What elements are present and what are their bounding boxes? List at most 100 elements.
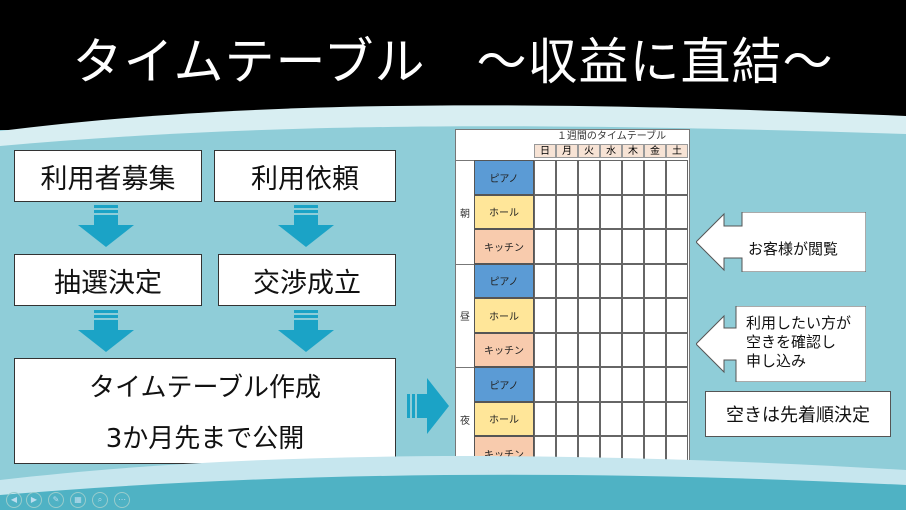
use-request-label: 利用依頼 bbox=[251, 163, 359, 195]
create-timetable-box: タイムテーブル作成 3か月先まで公開 bbox=[14, 358, 396, 464]
role-cell: ホール bbox=[474, 298, 534, 333]
prev-icon[interactable]: ◀ bbox=[6, 492, 22, 508]
timetable-slot bbox=[666, 332, 688, 367]
timetable-slot bbox=[556, 263, 578, 298]
timetable-slot bbox=[644, 332, 666, 367]
timetable-slot bbox=[556, 298, 578, 333]
timetable-slot bbox=[578, 367, 600, 402]
timetable-slot bbox=[600, 298, 622, 333]
timetable-slot bbox=[534, 229, 556, 264]
left-arrow-icon bbox=[696, 212, 866, 272]
timetable-slot bbox=[556, 160, 578, 195]
timetable-title: １週間のタイムテーブル bbox=[556, 131, 667, 142]
negotiation-label: 交渉成立 bbox=[253, 267, 361, 299]
role-cell: ピアノ bbox=[474, 160, 534, 195]
down-arrow-icon bbox=[278, 310, 334, 352]
timetable-slot bbox=[578, 160, 600, 195]
header-wave bbox=[0, 105, 906, 156]
timetable-slot bbox=[666, 298, 688, 333]
timetable-slot bbox=[534, 160, 556, 195]
timetable-slot bbox=[578, 194, 600, 229]
page-title: タイムテーブル ～収益に直結～ bbox=[72, 33, 834, 91]
timetable-slot bbox=[534, 298, 556, 333]
timetable-slot bbox=[578, 401, 600, 436]
next-icon[interactable]: ▶ bbox=[26, 492, 42, 508]
timetable-slot bbox=[556, 332, 578, 367]
day-header: 土 bbox=[666, 144, 688, 158]
timetable-slot bbox=[644, 298, 666, 333]
create-timetable-label: タイムテーブル作成 bbox=[89, 373, 321, 403]
timetable-slot bbox=[622, 263, 644, 298]
role-cell: キッチン bbox=[474, 332, 534, 367]
day-header: 木 bbox=[622, 144, 644, 158]
timetable-slot bbox=[600, 263, 622, 298]
timetable-slot bbox=[622, 367, 644, 402]
pen-icon[interactable]: ✎ bbox=[48, 492, 64, 508]
timetable-slot bbox=[644, 160, 666, 195]
more-icon[interactable]: ⋯ bbox=[114, 492, 130, 508]
timetable-slot bbox=[666, 194, 688, 229]
lottery-box: 抽選決定 bbox=[14, 254, 202, 306]
footer-wave bbox=[0, 456, 906, 510]
timetable-slot bbox=[578, 298, 600, 333]
period-label: 夜 bbox=[460, 415, 470, 427]
role-cell: ホール bbox=[474, 401, 534, 436]
lottery-label: 抽選決定 bbox=[54, 267, 162, 299]
timetable-slot bbox=[666, 367, 688, 402]
timetable-slot bbox=[600, 401, 622, 436]
timetable-slot bbox=[644, 367, 666, 402]
timetable-slot bbox=[578, 229, 600, 264]
recruit-users-box: 利用者募集 bbox=[14, 150, 202, 202]
timetable-slot bbox=[556, 401, 578, 436]
want-to-use-line: 利用したい方が bbox=[746, 314, 852, 332]
timetable-slot bbox=[622, 332, 644, 367]
timetable-slot bbox=[666, 401, 688, 436]
timetable-slot bbox=[622, 298, 644, 333]
timetable-slot bbox=[534, 332, 556, 367]
period-label: 朝 bbox=[460, 208, 470, 220]
customers-view-label: お客様が閲覧 bbox=[748, 240, 839, 258]
timetable-slot bbox=[600, 229, 622, 264]
slides-icon[interactable]: ▦ bbox=[70, 492, 86, 508]
timetable-slot bbox=[622, 160, 644, 195]
right-arrow-icon bbox=[407, 378, 449, 434]
timetable-slot bbox=[622, 401, 644, 436]
period-divider bbox=[456, 160, 474, 161]
day-header: 金 bbox=[644, 144, 666, 158]
first-come-box: 空きは先着順決定 bbox=[705, 391, 891, 437]
timetable-slot bbox=[534, 263, 556, 298]
down-arrow-icon bbox=[78, 205, 134, 247]
role-cell: ピアノ bbox=[474, 263, 534, 298]
period-label: 昼 bbox=[460, 312, 470, 324]
recruit-users-label: 利用者募集 bbox=[40, 163, 176, 195]
day-header: 火 bbox=[578, 144, 600, 158]
timetable-slot bbox=[534, 401, 556, 436]
timetable-slot bbox=[622, 229, 644, 264]
timetable-grid: １週間のタイムテーブル 日月火水木金土朝ピアノホールキッチン昼ピアノホールキッチ… bbox=[455, 129, 690, 471]
timetable-slot bbox=[644, 194, 666, 229]
timetable-slot bbox=[666, 160, 688, 195]
timetable-slot bbox=[600, 332, 622, 367]
want-to-use-line: 空きを確認し bbox=[746, 333, 837, 351]
timetable-slot bbox=[534, 367, 556, 402]
negotiation-box: 交渉成立 bbox=[218, 254, 396, 306]
role-cell: ホール bbox=[474, 194, 534, 229]
use-request-box: 利用依頼 bbox=[214, 150, 396, 202]
timetable-slot bbox=[600, 160, 622, 195]
left-arrow-icon bbox=[696, 306, 866, 382]
first-come-label: 空きは先着順決定 bbox=[726, 405, 870, 426]
timetable-slot bbox=[556, 194, 578, 229]
timetable-slot bbox=[556, 367, 578, 402]
want-to-use-line: 申し込み bbox=[746, 352, 807, 370]
zoom-icon[interactable]: ⌕ bbox=[92, 492, 108, 508]
timetable-slot bbox=[622, 194, 644, 229]
down-arrow-icon bbox=[78, 310, 134, 352]
timetable-slot bbox=[600, 367, 622, 402]
timetable-slot bbox=[644, 401, 666, 436]
timetable-slot bbox=[666, 263, 688, 298]
timetable-slot bbox=[600, 194, 622, 229]
timetable-slot bbox=[666, 229, 688, 264]
role-cell: キッチン bbox=[474, 229, 534, 264]
publish-label: 3か月先まで公開 bbox=[105, 424, 305, 454]
day-header: 水 bbox=[600, 144, 622, 158]
